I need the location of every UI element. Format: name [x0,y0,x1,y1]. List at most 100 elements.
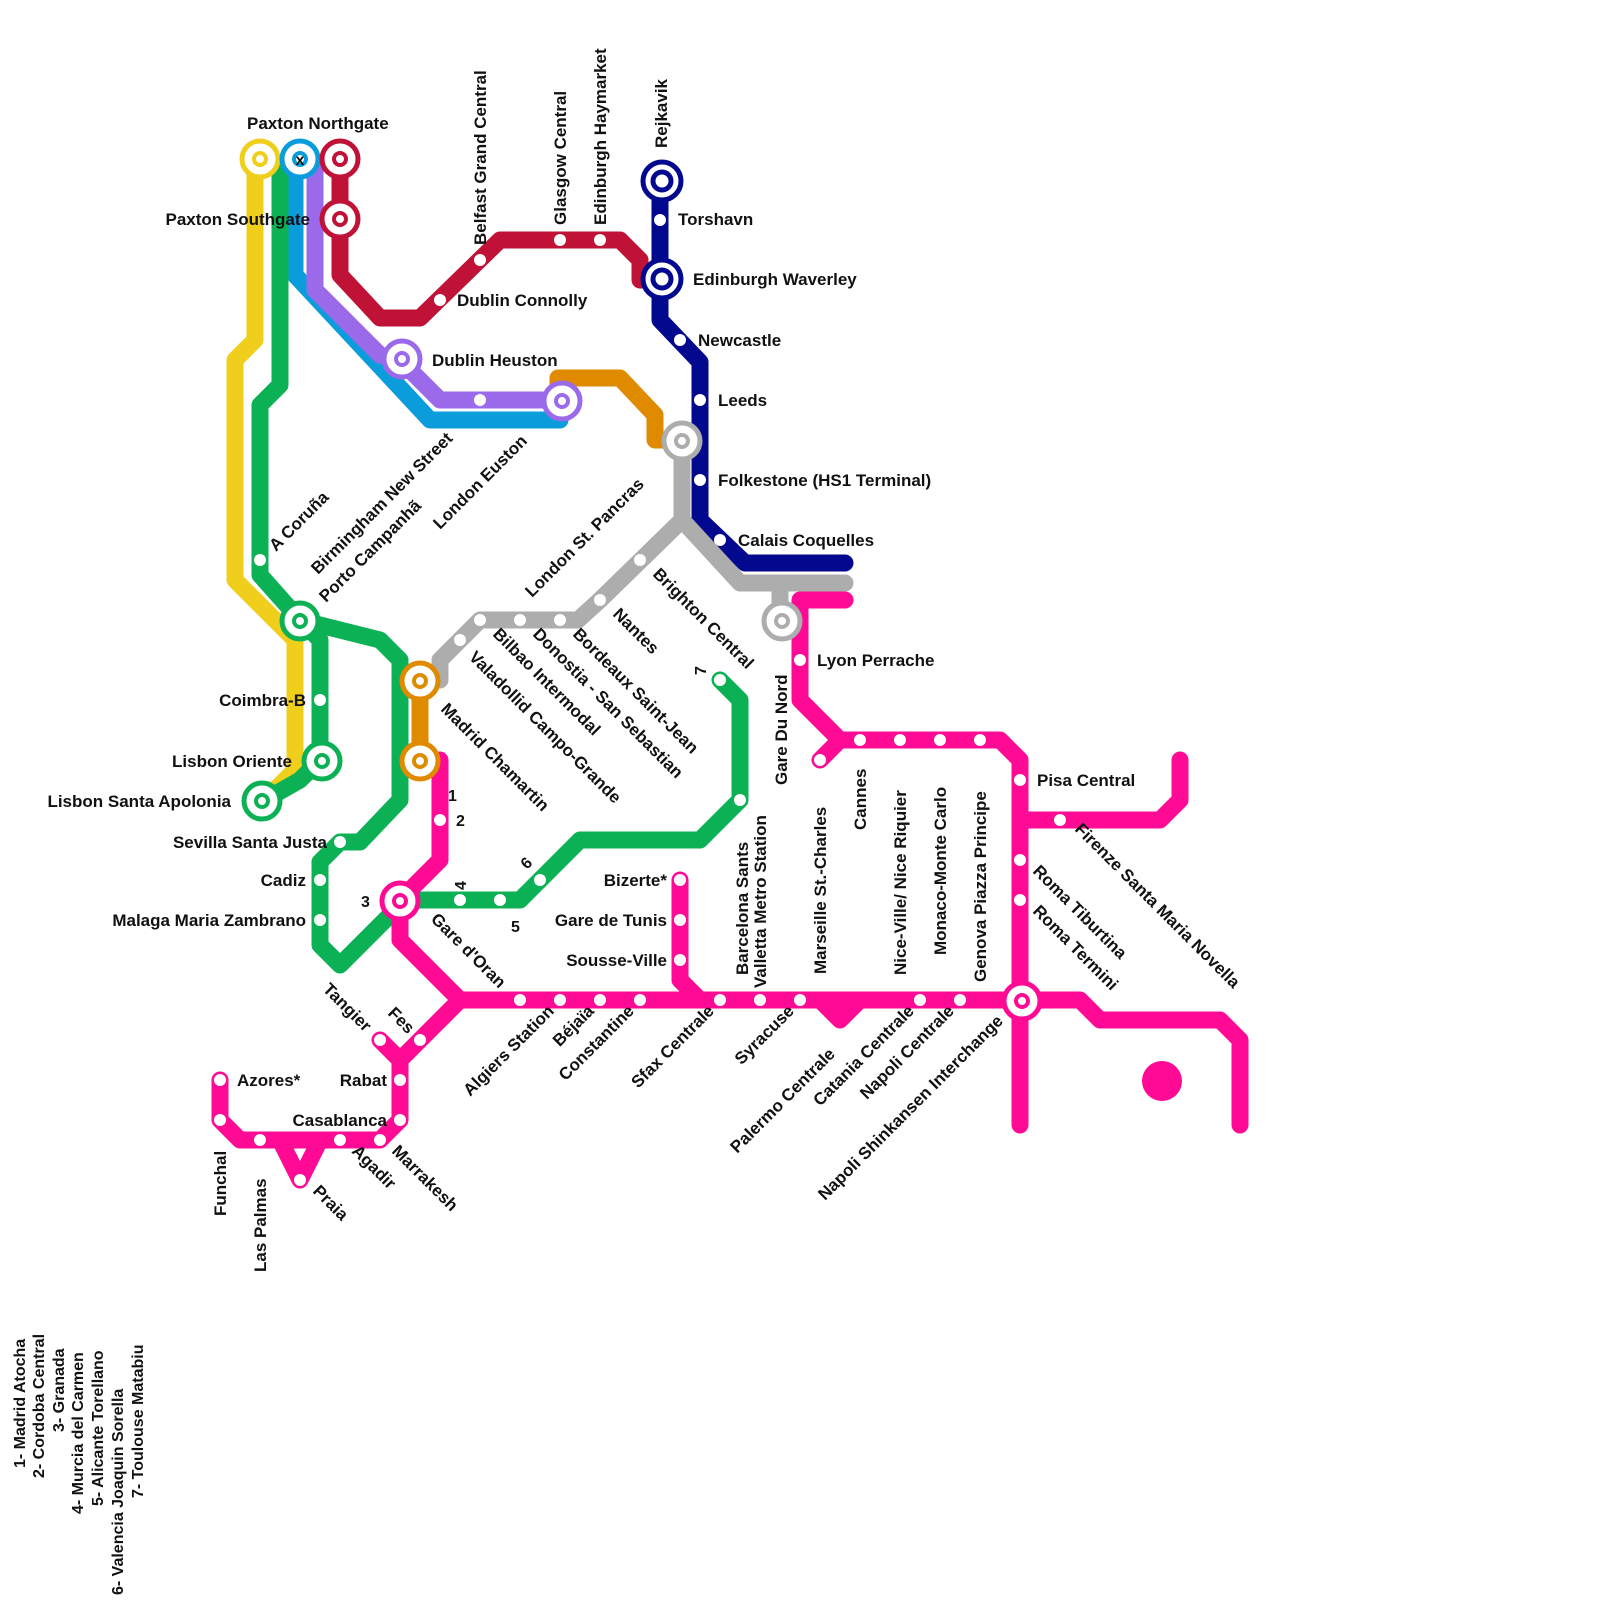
magenta-line-north [791,591,1029,1134]
stop-roma-tiburtina[interactable] [1014,854,1026,866]
london-euston-icon[interactable] [541,380,583,422]
stop-lyon[interactable] [794,654,806,666]
label-calais: Calais Coquelles [738,531,874,550]
stop-barcelona[interactable] [734,794,746,806]
stop-praia[interactable] [294,1174,306,1186]
stop-valletta[interactable] [754,994,766,1006]
paxton-northgate-blue-icon[interactable] [279,138,321,180]
stop-constantine[interactable] [634,994,646,1006]
stop-valencia-6[interactable] [534,874,546,886]
stop-marrakesh[interactable] [374,1134,386,1146]
edinburgh-waverley-icon[interactable] [640,257,684,301]
legend: 1- Madrid Atocha 2- Cordoba Central 3- G… [12,1334,147,1595]
paxton-northgate-yellow-icon[interactable] [239,138,281,180]
stop-murcia-4[interactable] [454,894,466,906]
label-lyon: Lyon Perrache [817,651,934,670]
stop-agadir[interactable] [334,1134,346,1146]
label-marseille: Marseille St.-Charles [811,807,830,974]
stop-a-coruna[interactable] [254,554,266,566]
stop-monaco[interactable] [934,734,946,746]
label-paxton-southgate: Paxton Southgate [165,210,310,229]
stop-bordeaux[interactable] [554,614,566,626]
stop-tangier[interactable] [374,1034,386,1046]
stop-las-palmas[interactable] [254,1134,266,1146]
stop-genova[interactable] [974,734,986,746]
stop-brighton[interactable] [634,554,646,566]
label-dublin-connolly: Dublin Connolly [457,291,588,310]
stop-firenze[interactable] [1054,814,1066,826]
stop-alicante-5[interactable] [494,894,506,906]
label-dublin-heuston: Dublin Heuston [432,351,558,370]
label-rejkavik: Rejkavik [652,78,671,148]
london-st-pancras-icon[interactable] [661,420,703,462]
stop-roma-termini[interactable] [1014,894,1026,906]
porto-campanha-icon[interactable] [279,600,321,642]
stop-bizerte[interactable] [674,874,686,886]
stop-cordoba-2[interactable] [434,814,446,826]
lisbon-oriente-icon[interactable] [301,740,343,782]
stop-bilbao[interactable] [474,614,486,626]
granada-interchange-icon[interactable] [379,880,421,922]
stop-gare-doran[interactable] [514,994,526,1006]
stop-cadiz[interactable] [314,874,326,886]
stop-marseille[interactable] [814,754,826,766]
label-edinburgh-waverley: Edinburgh Waverley [693,270,857,289]
stop-birmingham[interactable] [474,394,486,406]
stop-belfast[interactable] [474,254,486,266]
stop-syracuse[interactable] [794,994,806,1006]
gare-du-nord-icon[interactable] [761,600,803,642]
stop-gare-de-tunis[interactable] [674,914,686,926]
stop-calais[interactable] [714,534,726,546]
stop-nice[interactable] [894,734,906,746]
stop-edinburgh-haymarket[interactable] [594,234,606,246]
stop-leeds[interactable] [694,394,706,406]
magenta-line-bizerte [671,871,709,1009]
stop-sfax[interactable] [714,994,726,1006]
legend-item-4: 4- Murcia del Carmen [70,1352,87,1514]
stop-napoli-centrale[interactable] [954,994,966,1006]
stop-palermo[interactable] [834,1034,846,1046]
stop-folkestone[interactable] [694,474,706,486]
stop-cannes[interactable] [854,734,866,746]
stop-newcastle[interactable] [674,334,686,346]
stop-catania[interactable] [914,994,926,1006]
stop-azores[interactable] [214,1074,226,1086]
stop-nantes[interactable] [594,594,606,606]
stop-malaga[interactable] [314,914,326,926]
stop-algiers[interactable] [554,994,566,1006]
paxton-southgate-icon[interactable] [319,198,361,240]
stop-donostia[interactable] [514,614,526,626]
lisbon-apolonia-icon[interactable] [241,780,283,822]
label-gare-de-tunis: Gare de Tunis [555,911,667,930]
green-line-north [251,156,309,629]
stop-bejaia[interactable] [594,994,606,1006]
label-barcelona: Barcelona Sants [733,842,752,975]
label-sevilla: Sevilla Santa Justa [173,833,328,852]
label-malaga: Malaga Maria Zambrano [112,911,306,930]
stop-funchal[interactable] [214,1114,226,1126]
stop-sevilla[interactable] [334,836,346,848]
label-sousse: Sousse-Ville [566,951,667,970]
stop-glasgow[interactable] [554,234,566,246]
madrid-chamartin-icon[interactable] [399,660,441,702]
legend-item-2: 2- Cordoba Central [31,1334,48,1478]
stop-valladolid[interactable] [454,634,466,646]
stop-fes[interactable] [414,1034,426,1046]
paxton-northgate-crimson-icon[interactable] [319,138,361,180]
stop-toulouse-7[interactable] [714,674,726,686]
label-algiers: Algiers Station [460,1001,558,1099]
stop-rabat[interactable] [394,1074,406,1086]
marker-1: 1 [448,788,457,805]
stop-casablanca[interactable] [394,1114,406,1126]
stop-dublin-connolly[interactable] [434,294,446,306]
dublin-heuston-icon[interactable] [381,338,423,380]
rejkavik-icon[interactable] [640,159,684,203]
stop-pisa[interactable] [1014,774,1026,786]
grey-branch [673,511,854,592]
napoli-shinkansen-icon[interactable] [1001,980,1043,1022]
interchange-stations [239,138,1182,1101]
stop-torshavn[interactable] [654,214,666,226]
stop-coimbra[interactable] [314,694,326,706]
stop-sousse[interactable] [674,954,686,966]
madrid-orange-south-icon[interactable] [399,740,441,782]
